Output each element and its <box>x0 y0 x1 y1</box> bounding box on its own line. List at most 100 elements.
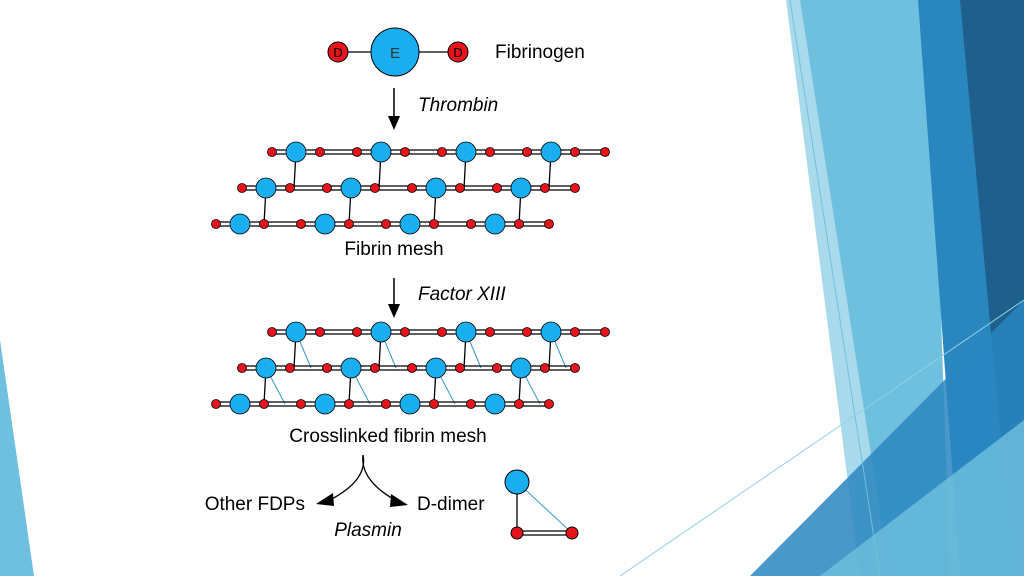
d-domain-left <box>327 41 349 63</box>
e-domain-node <box>255 357 277 379</box>
d-domain-node <box>437 147 447 157</box>
e-domain-node <box>314 393 336 415</box>
d-domain-node <box>407 363 417 373</box>
e-domain-node <box>455 141 477 163</box>
deco-thin-line-1 <box>789 0 881 576</box>
d-dimer-d-node-right <box>565 526 579 540</box>
d-domain-node <box>492 363 502 373</box>
e-domain-node <box>314 213 336 235</box>
e-domain-node <box>510 357 532 379</box>
e-domain-node <box>425 357 447 379</box>
e-domain-node <box>229 393 251 415</box>
deco-thin-line-2 <box>619 299 1024 576</box>
d-domain-node <box>400 327 410 337</box>
d-domain-right <box>447 41 469 63</box>
d-domain-node <box>540 363 550 373</box>
d-domain-node <box>522 327 532 337</box>
e-label: E <box>390 45 400 62</box>
d-domain-node <box>514 399 524 409</box>
deco-left-triangle <box>0 340 34 576</box>
d-dimer-e-node <box>504 469 530 495</box>
d-domain-node <box>455 183 465 193</box>
d-domain-node <box>344 219 354 229</box>
d-domain-node <box>570 147 580 157</box>
e-domain-node <box>425 177 447 199</box>
e-domain-node <box>229 213 251 235</box>
d-domain-node <box>352 327 362 337</box>
crosslinked-fibrin-mesh <box>211 321 610 415</box>
deco-bottom-light <box>820 420 1024 576</box>
d-domain-node <box>400 147 410 157</box>
d-domain-node <box>322 363 332 373</box>
d-domain-node <box>211 219 221 229</box>
d-domain-node <box>570 363 580 373</box>
d-domain-node <box>352 147 362 157</box>
other-fdps-label: Other FDPs <box>205 494 305 515</box>
d-domain-node <box>296 399 306 409</box>
e-domain-node <box>399 393 421 415</box>
d-domain-node <box>522 147 532 157</box>
d-domain-node <box>437 327 447 337</box>
d-domain-node <box>237 183 247 193</box>
e-domain <box>370 27 420 77</box>
d-domain-node <box>344 399 354 409</box>
d-domain-node <box>600 327 610 337</box>
d-domain-node <box>322 183 332 193</box>
d-dimer-label: D-dimer <box>417 494 485 515</box>
d-right-label: D <box>453 45 462 60</box>
d-domain-node <box>267 147 277 157</box>
e-domain-node <box>455 321 477 343</box>
fibrin-mesh-label: Fibrin mesh <box>344 239 443 260</box>
fibrinogen-label: Fibrinogen <box>495 42 585 63</box>
d-domain-node <box>492 183 502 193</box>
plasmin-label: Plasmin <box>334 520 402 541</box>
d-domain-node <box>370 183 380 193</box>
d-domain-node <box>570 183 580 193</box>
d-domain-node <box>259 399 269 409</box>
d-domain-node <box>514 219 524 229</box>
d-domain-node <box>600 147 610 157</box>
d-domain-node <box>466 399 476 409</box>
e-domain-node <box>285 321 307 343</box>
e-domain-node <box>340 177 362 199</box>
d-domain-node <box>466 219 476 229</box>
d-domain-node <box>211 399 221 409</box>
d-domain-node <box>315 147 325 157</box>
d-domain-node <box>285 183 295 193</box>
d-domain-node <box>429 399 439 409</box>
d-domain-node <box>540 183 550 193</box>
e-domain-node <box>540 321 562 343</box>
e-domain-node <box>370 321 392 343</box>
e-domain-node <box>484 213 506 235</box>
crosslinked-mesh-label: Crosslinked fibrin mesh <box>289 426 486 447</box>
d-domain-node <box>315 327 325 337</box>
d-domain-node <box>237 363 247 373</box>
fibrinogen-molecule: D E D <box>327 27 469 77</box>
d-domain-node <box>570 327 580 337</box>
e-domain-node <box>540 141 562 163</box>
d-domain-node <box>544 219 554 229</box>
d-domain-node <box>296 219 306 229</box>
factor-xiii-label: Factor XIII <box>418 284 506 305</box>
d-domain-node <box>285 363 295 373</box>
d-domain-node <box>381 219 391 229</box>
d-dimer-structure <box>504 469 579 540</box>
thrombin-label: Thrombin <box>418 95 498 116</box>
d-domain-node <box>485 327 495 337</box>
e-domain-node <box>285 141 307 163</box>
e-domain-node <box>510 177 532 199</box>
e-domain-node <box>484 393 506 415</box>
d-domain-node <box>485 147 495 157</box>
d-domain-node <box>407 183 417 193</box>
arrow-thrombin <box>388 88 400 130</box>
d-domain-node <box>544 399 554 409</box>
d-domain-node <box>370 363 380 373</box>
d-domain-node <box>381 399 391 409</box>
d-dimer-d-node-left <box>510 526 524 540</box>
plasmin-branch-arrows <box>316 454 408 507</box>
e-domain-node <box>340 357 362 379</box>
e-domain-node <box>255 177 277 199</box>
d-domain-node <box>259 219 269 229</box>
